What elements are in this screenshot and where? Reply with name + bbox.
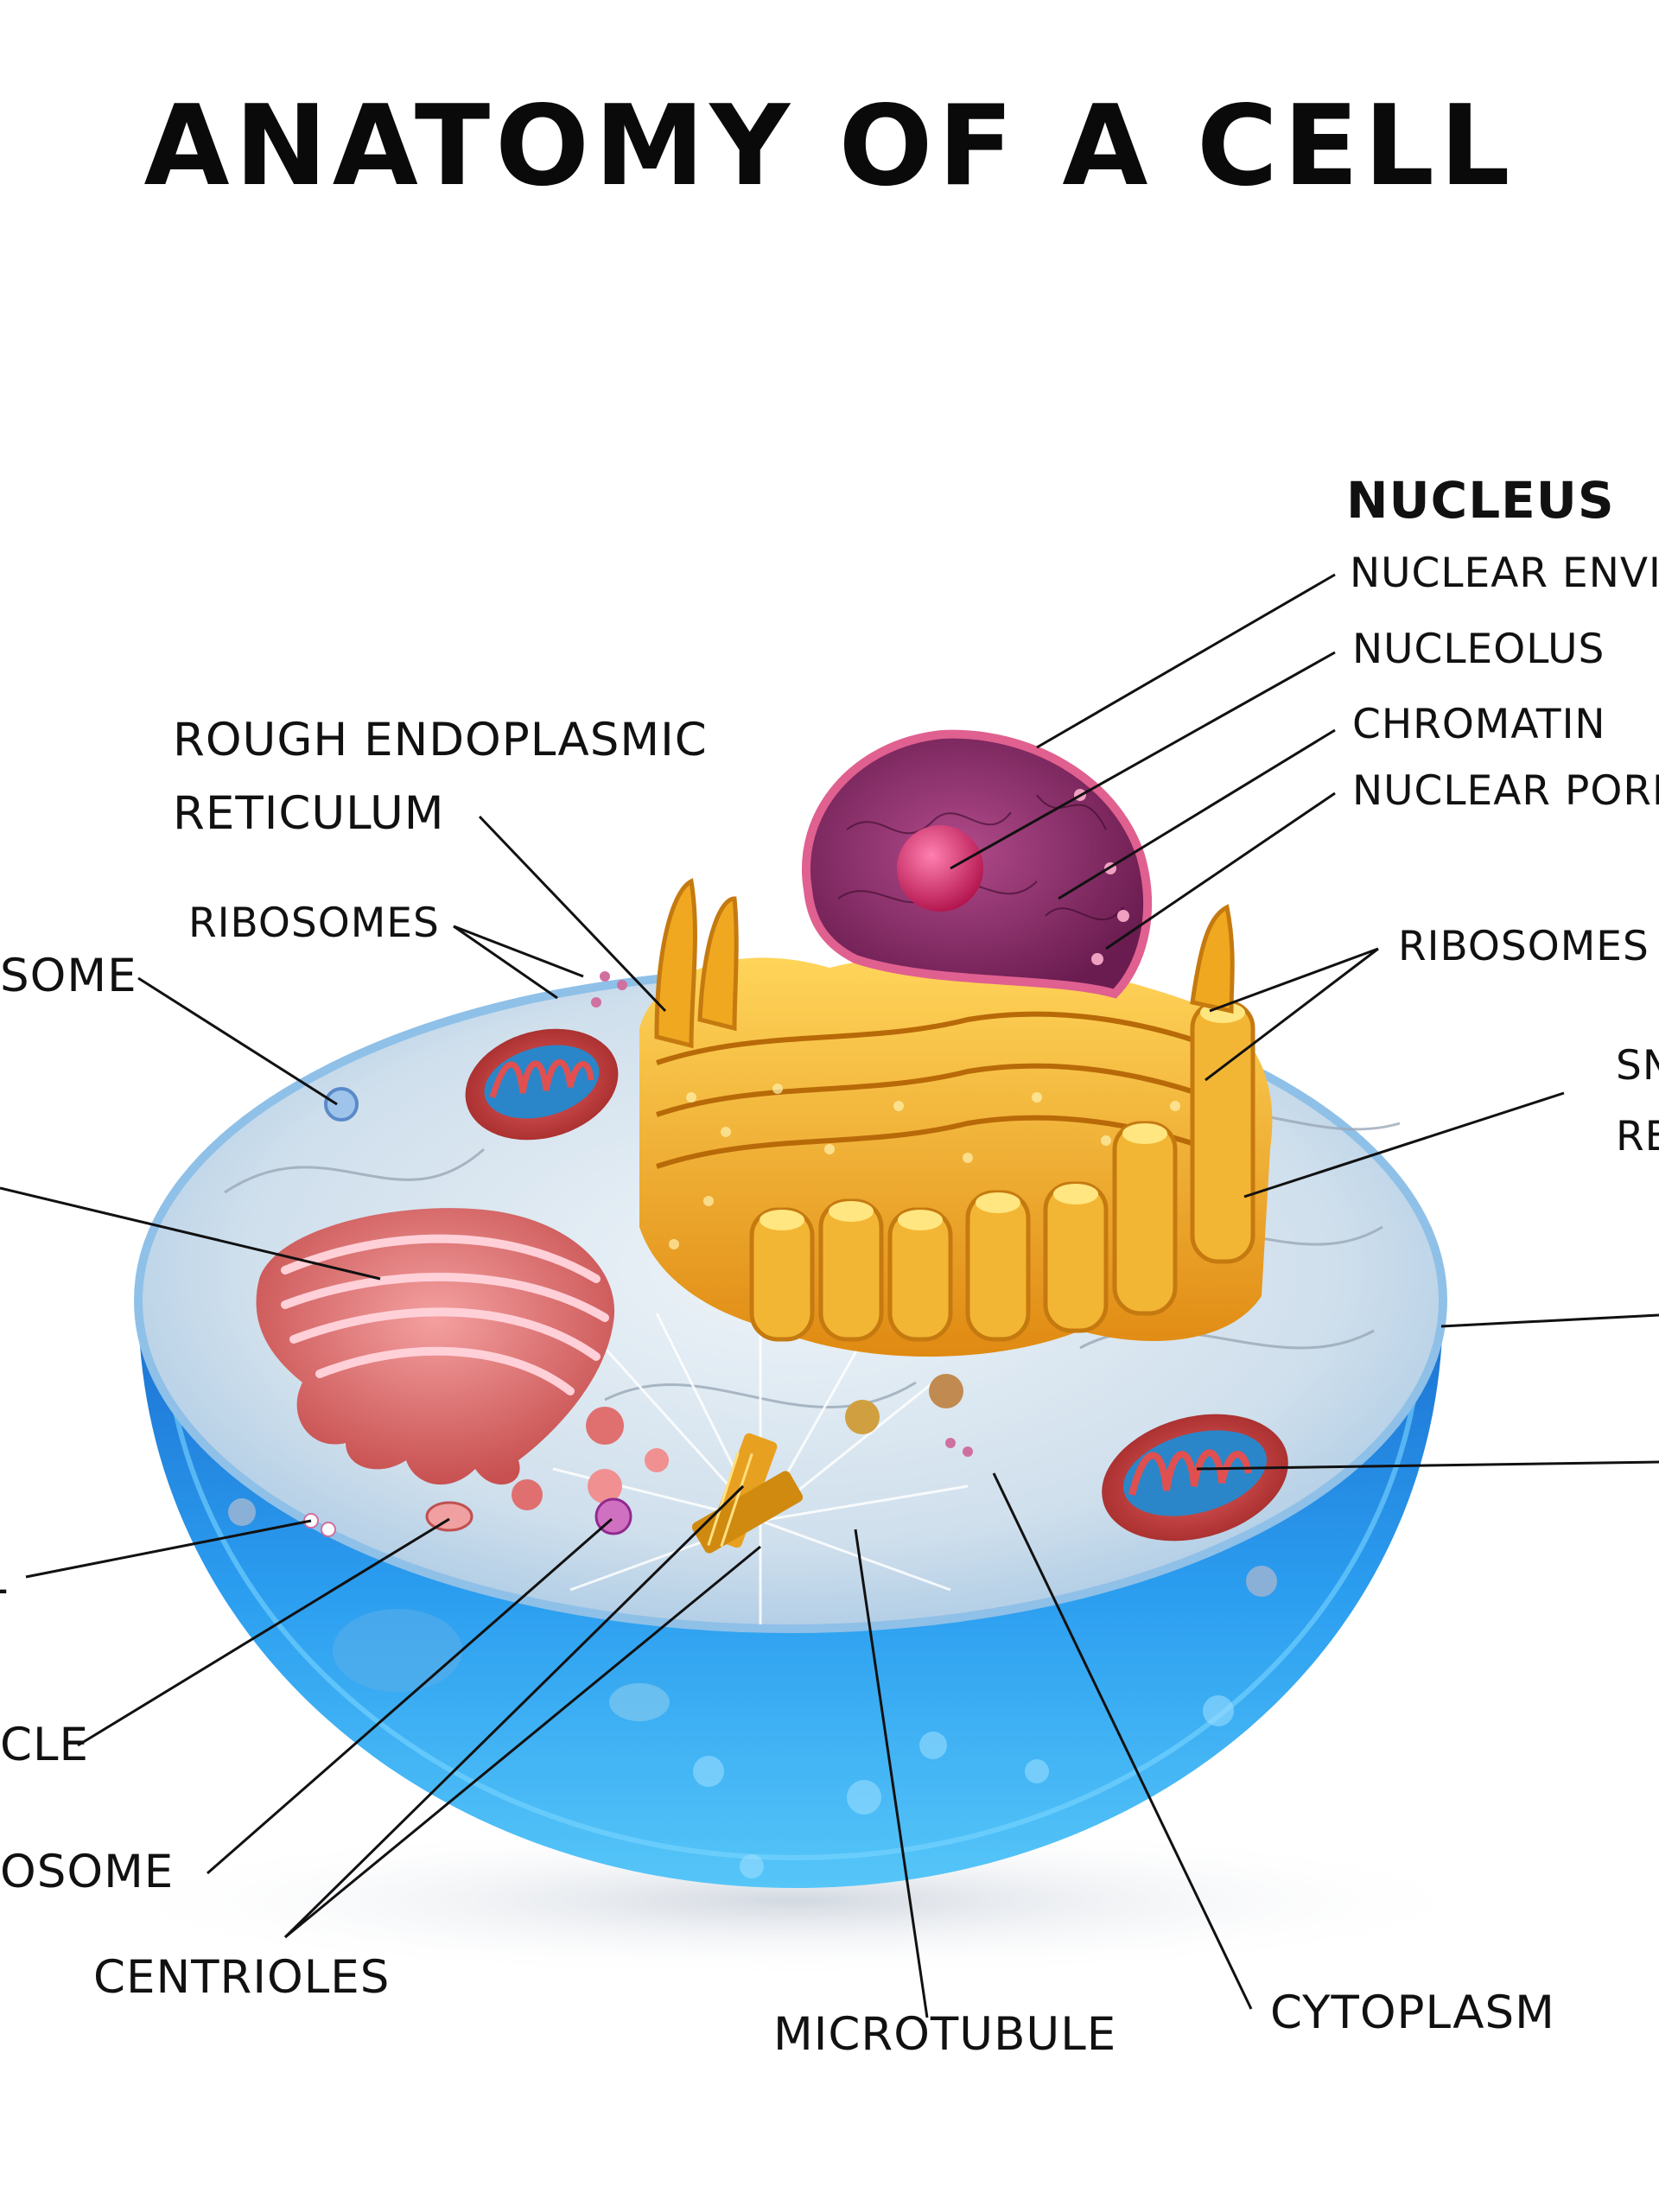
nucleolus (897, 825, 983, 912)
label-nuclear-envelope: NUCLEAR ENVI (1350, 550, 1659, 597)
centrioles (691, 1433, 804, 1554)
label-microtubule: MICROTUBULE (773, 2008, 1117, 2061)
label-peroxisome: OSOME (0, 1846, 175, 1898)
mitochondrion-submerged (333, 1609, 462, 1692)
label-smooth-er-line2: RE (1616, 1113, 1659, 1160)
label-lysosome: SOME (0, 950, 137, 1002)
endoplasmic-reticulum (639, 878, 1273, 1357)
label-nuclear-pore: NUCLEAR PORI (1352, 767, 1659, 815)
cell-shadow (86, 1823, 1503, 1979)
label-fragment-l: L (0, 1555, 8, 1601)
label-nucleolus: NUCLEOLUS (1352, 626, 1605, 673)
mitochondrion-lower (1102, 1414, 1288, 1541)
label-smooth-er-line1: SN (1616, 1042, 1659, 1090)
vesicle (425, 1501, 474, 1532)
page-title: ANATOMY OF A CELL (143, 82, 1516, 211)
golgi-apparatus (256, 1208, 669, 1510)
label-cytoplasm: CYTOPLASM (1270, 1986, 1555, 2039)
label-rough-er-line1: ROUGH ENDOPLASMIC (173, 714, 708, 766)
label-ribosomes-right: RIBOSOMES (1398, 923, 1649, 970)
label-chromatin: CHROMATIN (1352, 701, 1606, 748)
lysosome (324, 1087, 359, 1122)
label-nucleus: NUCLEUS (1346, 471, 1615, 530)
label-rough-er-line2: RETICULUM (173, 787, 445, 840)
nucleus (802, 729, 1153, 999)
label-centrioles: CENTRIOLES (93, 1951, 391, 2004)
label-vesicle: CLE (0, 1719, 90, 1771)
label-ribosomes-left: RIBOSOMES (188, 899, 440, 947)
mitochondrion-upper (465, 1028, 619, 1141)
